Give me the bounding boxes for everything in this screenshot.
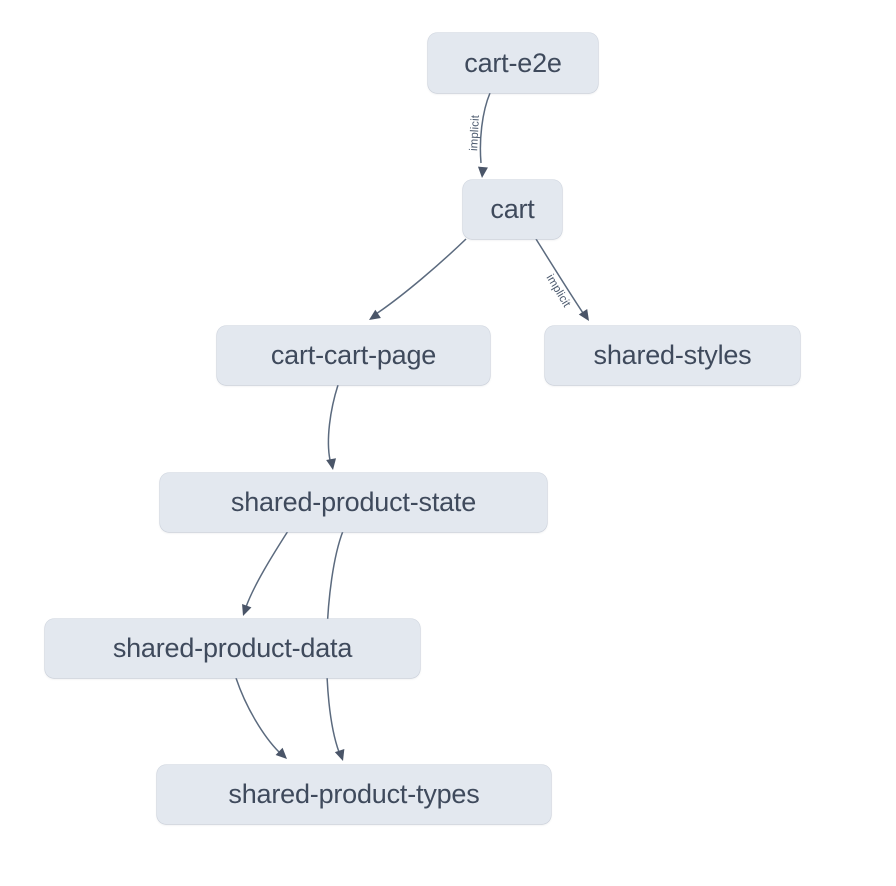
graph-node-cart-cart-page[interactable]: cart-cart-page	[217, 326, 490, 385]
edge-line	[245, 530, 289, 608]
edge-arrowhead-icon	[275, 747, 287, 759]
graph-edge-shared-product-data__shared-product-types[interactable]	[235, 677, 290, 763]
edge-arrowhead-icon	[242, 603, 252, 616]
graph-node-shared-styles[interactable]: shared-styles	[545, 326, 800, 385]
edge-arrowhead-icon	[578, 309, 589, 321]
edge-line	[479, 92, 491, 164]
graph-node-label: shared-styles	[593, 340, 752, 370]
graph-node-label: shared-product-data	[112, 633, 353, 663]
graph-node-label: cart-e2e	[464, 47, 562, 78]
edge-line	[327, 384, 339, 461]
graph-node-label: shared-product-types	[228, 779, 480, 809]
edge-line	[235, 677, 280, 753]
graph-node-label: cart-cart-page	[270, 340, 437, 370]
edge-arrowhead-icon	[326, 458, 337, 470]
graph-node-label: shared-product-state	[230, 487, 477, 517]
edge-label: implicit	[468, 114, 482, 151]
graph-node-shared-product-types[interactable]: shared-product-types	[157, 765, 551, 824]
graph-node-shared-product-data[interactable]: shared-product-data	[45, 619, 420, 678]
edge-arrowhead-icon	[369, 309, 381, 320]
edge-arrowhead-icon	[477, 166, 488, 178]
graph-edge-cart__shared-styles[interactable]: implicit	[535, 238, 593, 324]
graph-edge-shared-product-state__shared-product-data[interactable]	[238, 530, 289, 618]
graph-edge-cart__cart-cart-page[interactable]	[366, 238, 467, 324]
graph-edge-cart-e2e__cart[interactable]: implicit	[468, 92, 491, 178]
graph-node-cart[interactable]: cart	[463, 180, 562, 239]
edge-line	[535, 238, 584, 314]
edge-arrowhead-icon	[334, 748, 345, 761]
graph-node-shared-product-state[interactable]: shared-product-state	[160, 473, 547, 532]
graph-node-label: cart	[490, 194, 535, 224]
graph-node-cart-e2e[interactable]: cart-e2e	[428, 33, 598, 93]
graph-edge-cart-cart-page__shared-product-state[interactable]	[326, 384, 339, 471]
edge-line	[375, 238, 467, 315]
